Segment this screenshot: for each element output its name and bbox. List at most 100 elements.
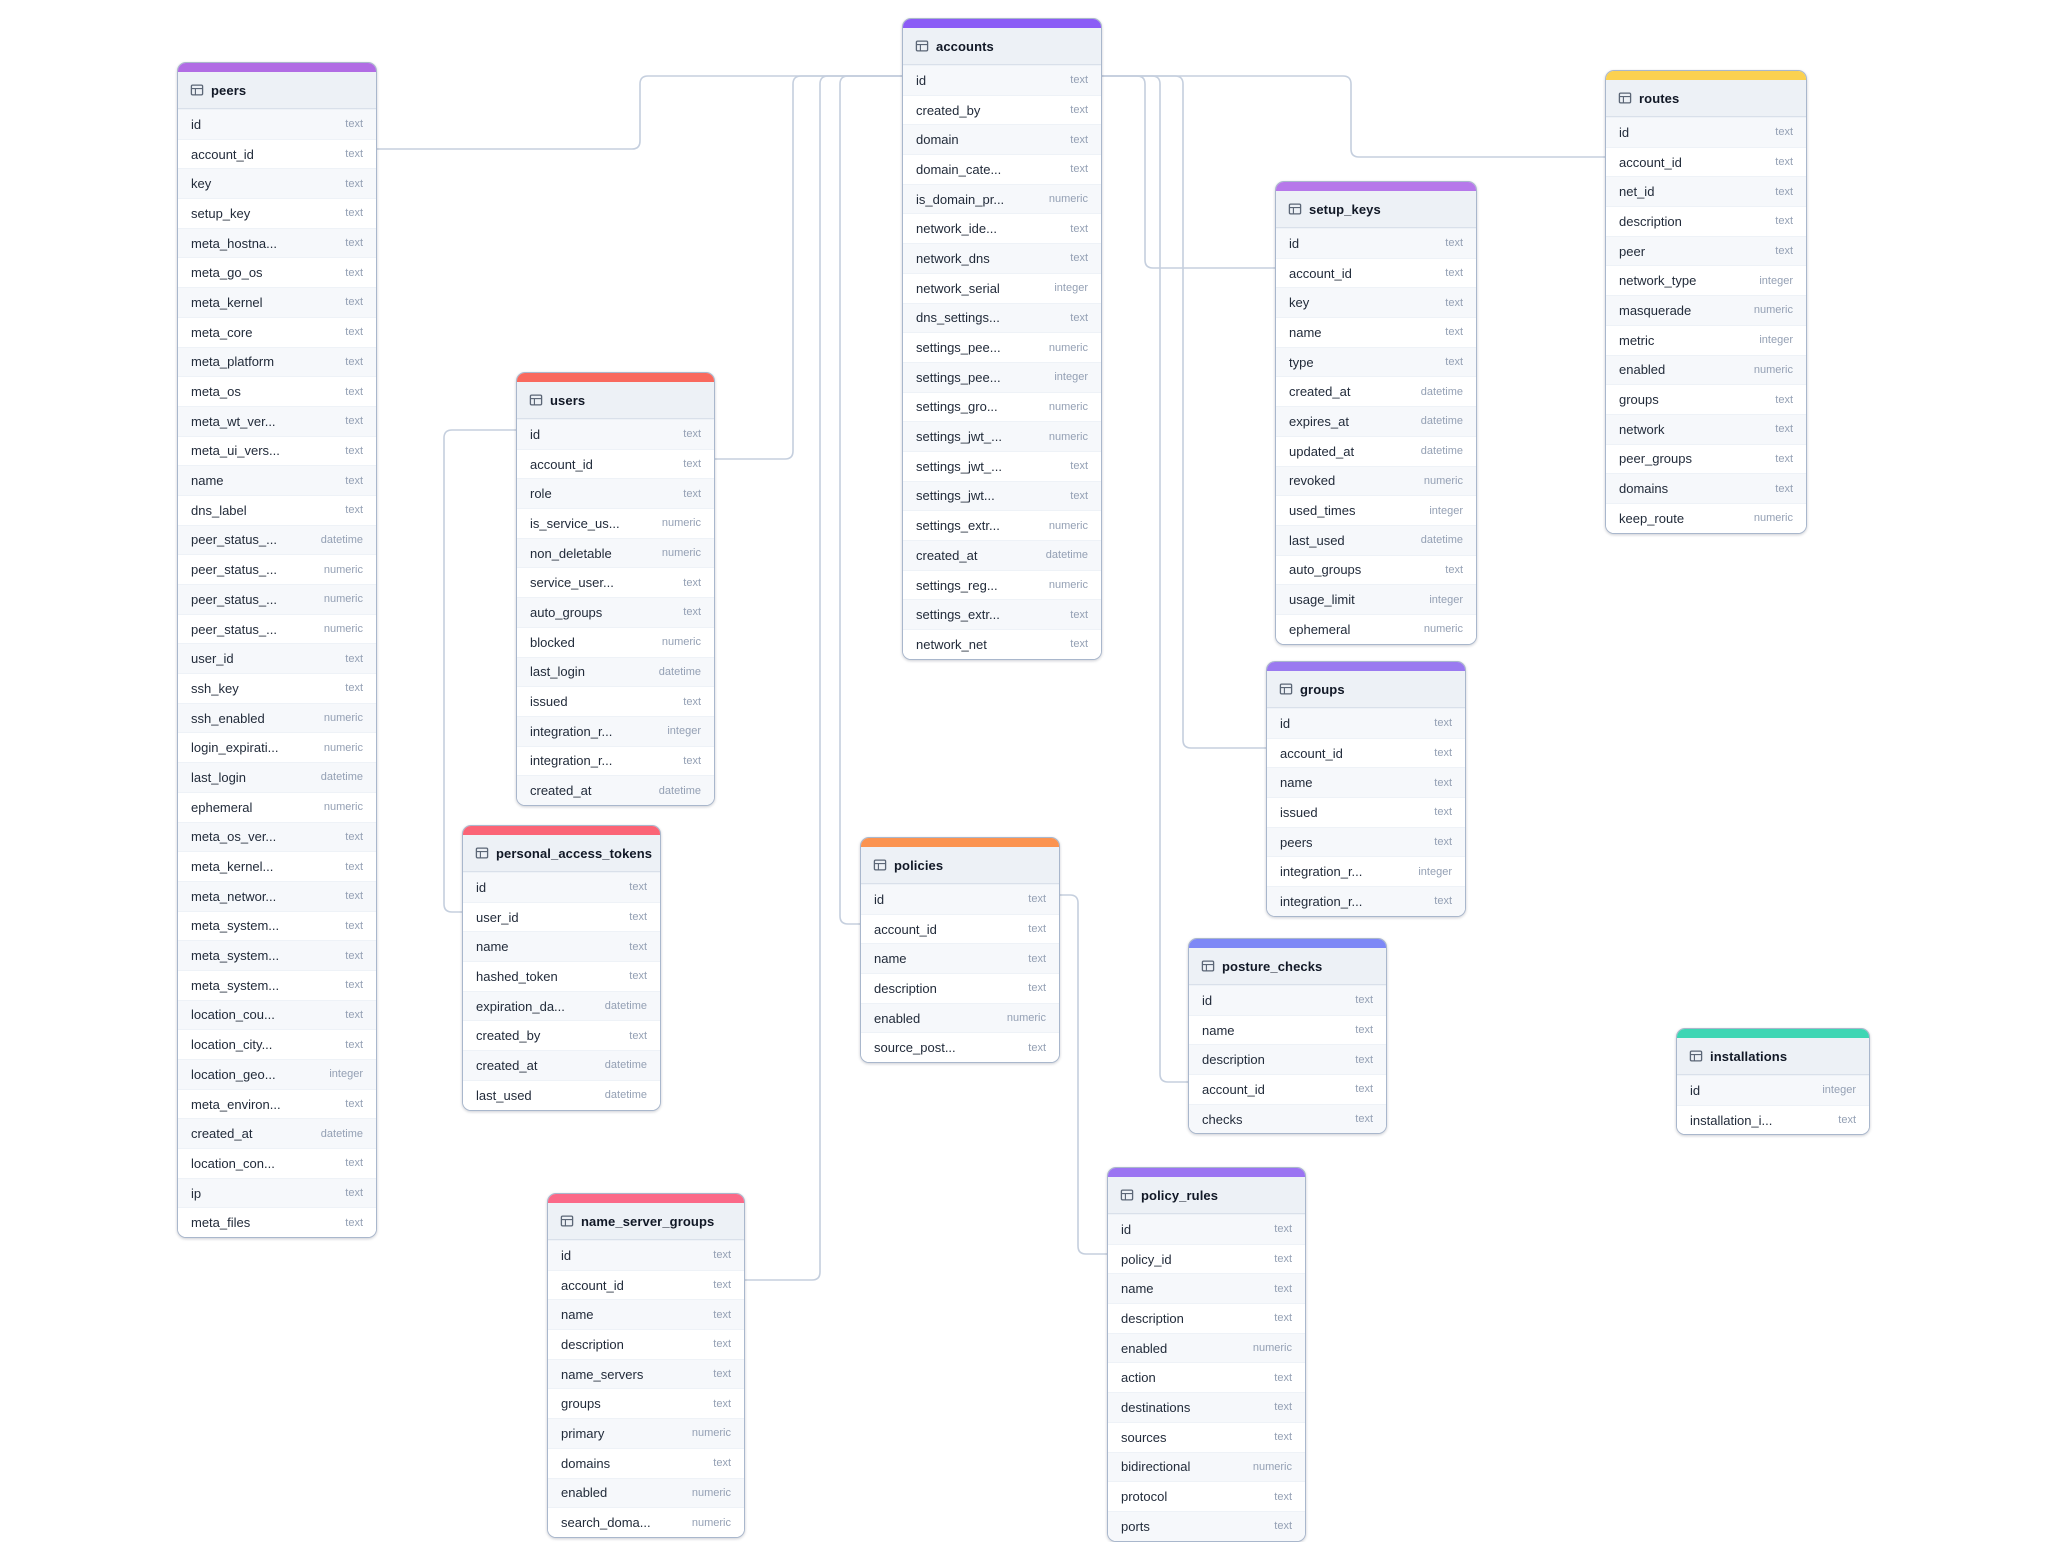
field-name: blocked [530, 634, 575, 650]
field-name: created_at [530, 783, 592, 799]
table-header[interactable]: policies [861, 847, 1059, 884]
field-name: groups [1619, 392, 1659, 408]
field-name: used_times [1289, 503, 1356, 519]
field-name: non_deletable [530, 545, 612, 561]
field-name: location_cou... [191, 1007, 275, 1023]
field-name: created_at [476, 1057, 538, 1073]
field-type: text [345, 949, 363, 962]
field-type: text [629, 940, 647, 953]
field-type: numeric [1423, 623, 1463, 636]
field-type: text [345, 326, 363, 339]
field-name: id [1121, 1221, 1132, 1237]
table-title: name_server_groups [581, 1213, 715, 1229]
field-name: installation_i... [1690, 1112, 1773, 1128]
field-type: text [345, 177, 363, 190]
field-name: enabled [1121, 1340, 1168, 1356]
field-type: datetime [1420, 445, 1463, 458]
field-type: text [1775, 126, 1793, 139]
field-name: name [1202, 1022, 1235, 1038]
field-name: id [476, 879, 487, 895]
field-type: text [1274, 1312, 1292, 1325]
field-name: id [530, 426, 541, 442]
field-type: numeric [1753, 512, 1793, 525]
field-name: meta_os_ver... [191, 829, 277, 845]
field-row: integration_r...text [517, 745, 714, 776]
table-header[interactable]: installations [1677, 1038, 1869, 1075]
relationship-line-policies.account_id-accounts.id [839, 75, 903, 925]
field-name: description [874, 980, 937, 996]
field-row: meta_environ...text [178, 1088, 376, 1119]
field-row: expiration_da...datetime [463, 990, 660, 1021]
field-row: settings_jwt_...numeric [903, 421, 1101, 451]
field-name: setup_key [191, 205, 251, 221]
field-row: integration_r...text [1267, 886, 1465, 916]
table-header[interactable]: groups [1267, 671, 1465, 708]
field-name: issued [1280, 804, 1318, 820]
table-header[interactable]: peers [178, 72, 376, 109]
field-row: peer_status_...numeric [178, 584, 376, 614]
table-header[interactable]: routes [1606, 80, 1806, 117]
table-header[interactable]: accounts [903, 28, 1101, 65]
field-name: network_net [916, 636, 987, 652]
field-name: location_geo... [191, 1066, 276, 1082]
field-name: groups [561, 1396, 601, 1412]
field-name: bidirectional [1121, 1459, 1191, 1475]
field-name: name [874, 951, 907, 967]
table-header[interactable]: users [517, 382, 714, 419]
field-name: login_expirati... [191, 740, 279, 756]
field-name: peers [1280, 834, 1313, 850]
field-type: numeric [691, 1486, 731, 1499]
field-name: policy_id [1121, 1251, 1172, 1267]
field-name: integration_r... [1280, 893, 1363, 909]
table-header[interactable]: posture_checks [1189, 948, 1386, 985]
field-type: numeric [323, 623, 363, 636]
field-type: integer [1054, 371, 1088, 384]
table-header[interactable]: policy_rules [1108, 1177, 1305, 1214]
field-type: numeric [1048, 400, 1088, 413]
field-row: source_post...text [861, 1032, 1059, 1063]
table-header[interactable]: name_server_groups [548, 1203, 744, 1240]
field-row: meta_networ...text [178, 880, 376, 911]
field-type: text [1274, 1223, 1292, 1236]
relationship-line-peers.account_id-accounts.id [374, 75, 903, 150]
table-header[interactable]: setup_keys [1276, 191, 1476, 228]
field-type: numeric [1048, 193, 1088, 206]
field-name: id [191, 116, 202, 132]
field-name: usage_limit [1289, 592, 1355, 608]
field-name: id [1280, 715, 1291, 731]
table-header[interactable]: personal_access_tokens [463, 835, 660, 872]
field-name: meta_platform [191, 354, 275, 370]
field-name: action [1121, 1370, 1156, 1386]
field-type: datetime [320, 771, 363, 784]
